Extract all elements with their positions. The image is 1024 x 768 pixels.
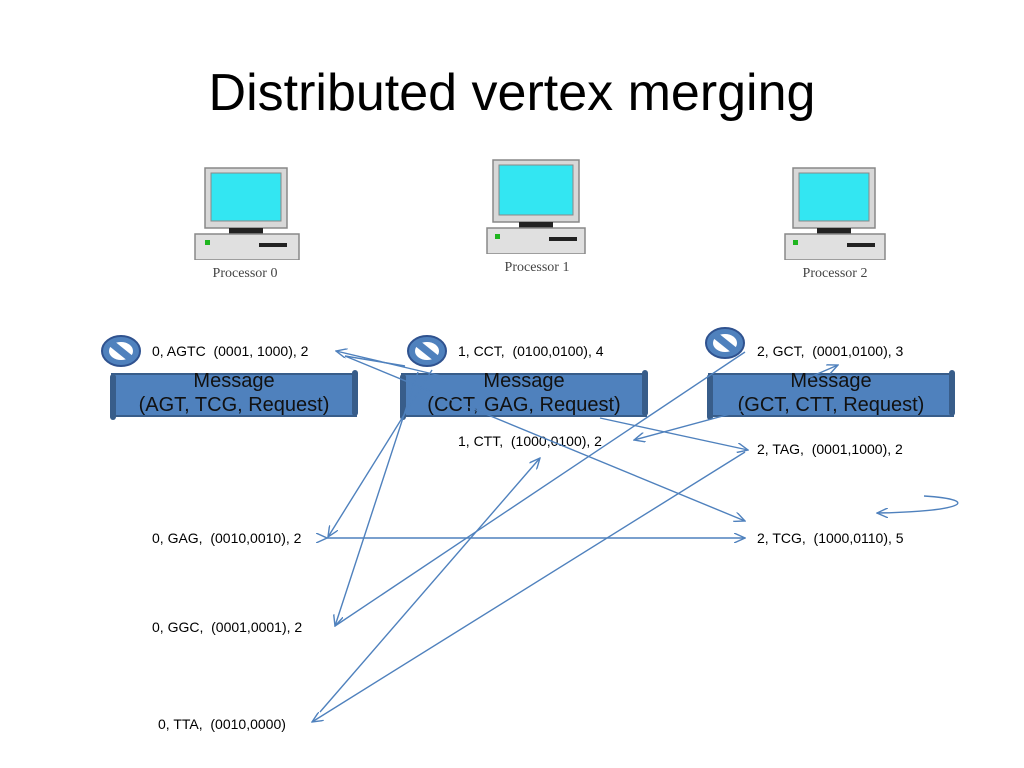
message-title: Message <box>193 369 275 392</box>
processor-label: Processor 1 <box>504 260 570 275</box>
processor-label: Processor 0 <box>212 266 278 281</box>
arrow-agtc-to-tcg <box>344 355 745 521</box>
desktop-computer-icon <box>194 167 300 260</box>
vertex-label-p2-tcg: 2, TCG, (1000,0110), 5 <box>757 530 904 546</box>
arrow-cct-to-ggc <box>335 371 419 626</box>
message-title: Message <box>483 369 565 392</box>
arrow-to-tag <box>599 417 748 450</box>
message-title: Message <box>790 369 872 392</box>
scroll-banner-shape <box>400 370 648 420</box>
arrow-curved-loop <box>877 495 959 513</box>
message-text: Message (AGT, TCG, Request) <box>108 370 360 416</box>
page-title: Distributed vertex merging <box>208 64 816 122</box>
vertex-label-p0-tta: 0, TTA, (0010,0000) <box>158 716 286 732</box>
arrow-tag-to-tta <box>312 451 746 722</box>
arrow-to-ctt <box>634 409 746 440</box>
vertex-label-p2-gct: 2, GCT, (0001,0100), 3 <box>757 343 904 359</box>
message-content: (GCT, CTT, Request) <box>737 394 925 416</box>
vertex-label-p0-ggc: 0, GGC, (0001,0001), 2 <box>152 619 303 635</box>
processor-1: Processor 1 <box>477 154 597 284</box>
processor-2: Processor 2 <box>775 160 895 290</box>
scroll-banner-shape <box>707 370 955 420</box>
message-banner-0: Message (AGT, TCG, Request) <box>108 370 360 420</box>
prohibition-icon <box>101 335 141 367</box>
arrow-gct-to-ggc <box>334 351 746 627</box>
scroll-banner-shape <box>110 370 358 420</box>
desktop-computer-icon <box>486 159 586 254</box>
message-banner-2: Message (GCT, CTT, Request) <box>705 370 957 420</box>
arrow-cct-to-gag <box>328 369 433 537</box>
prohibition-icon <box>407 335 447 367</box>
vertex-label-p0-gag: 0, GAG, (0010,0010), 2 <box>152 530 302 546</box>
desktop-computer-icon <box>784 167 886 260</box>
message-banner-1: Message (CCT, GAG, Request) <box>398 369 650 420</box>
processor-0: Processor 0 <box>185 160 305 290</box>
prohibition-icon <box>705 327 745 359</box>
vertex-label-p2-tag: 2, TAG, (0001,1000), 2 <box>757 441 903 457</box>
arrow-cct-to-agtc-2 <box>344 355 406 367</box>
vertex-label-p0-agtc: 0, AGTC (0001, 1000), 2 <box>152 343 309 359</box>
message-content: (AGT, TCG, Request) <box>138 394 330 416</box>
vertex-label-p1-cct: 1, CCT, (0100,0100), 4 <box>458 343 604 359</box>
arrow-tta-to-ctt <box>319 458 540 713</box>
arrow-gct-self <box>807 365 838 379</box>
processor-label: Processor 2 <box>802 266 868 281</box>
message-text: Message (GCT, CTT, Request) <box>705 370 957 416</box>
